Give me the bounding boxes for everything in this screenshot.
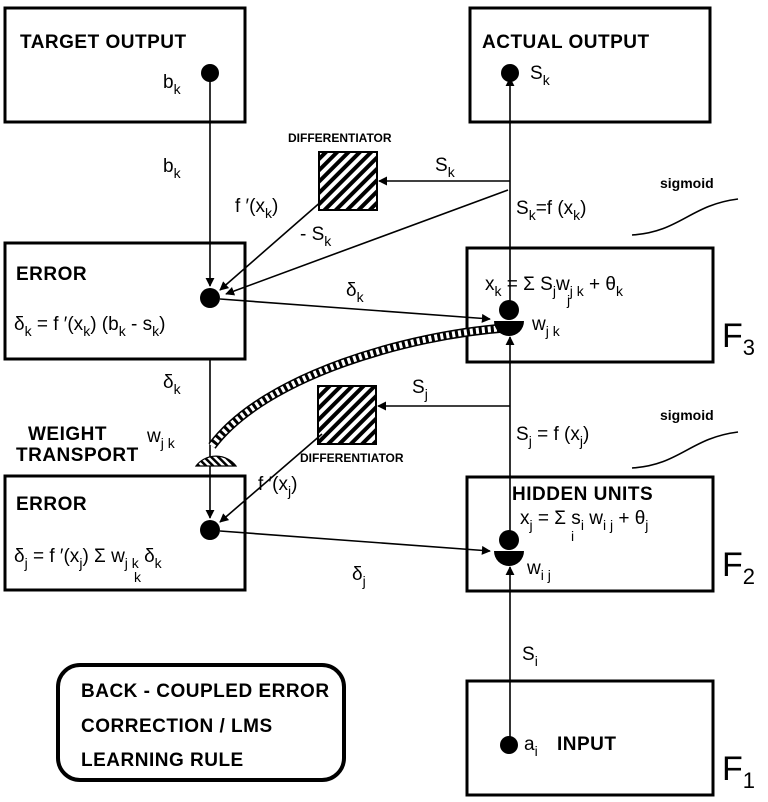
ai-label: ai bbox=[524, 734, 538, 759]
bk-node-label: bk bbox=[163, 72, 182, 97]
fprime-j-label: f ′(xj) bbox=[258, 474, 297, 499]
f3-unit-node bbox=[499, 300, 519, 320]
sigmoid-top-label: sigmoid bbox=[660, 175, 714, 191]
si-label: Si bbox=[522, 644, 538, 669]
differentiator-bottom-label: DIFFERENTIATOR bbox=[300, 451, 404, 465]
f2-synapse bbox=[494, 551, 524, 566]
xk-sum-index: j bbox=[566, 292, 570, 308]
weight-transport-line2: TRANSPORT bbox=[16, 445, 139, 466]
fprime-k-label: f ′(xk) bbox=[235, 196, 278, 221]
layer-f1-label: F1 bbox=[722, 750, 755, 793]
weight-transport-path-hatch bbox=[209, 325, 506, 448]
sigmoid-curve-bottom bbox=[631, 431, 739, 469]
legend-line3: LEARNING RULE bbox=[81, 750, 244, 771]
differentiator-bottom bbox=[317, 385, 377, 445]
differentiator-top-label: DIFFERENTIATOR bbox=[288, 131, 392, 145]
weight-transport-w-label: wj k bbox=[146, 426, 176, 451]
sk-output-label: Sk bbox=[530, 63, 551, 88]
fprime-k-arrow bbox=[219, 199, 324, 291]
sk-diff-label: Sk bbox=[435, 155, 456, 180]
neg-sk-arrow bbox=[225, 189, 509, 296]
fprime-j-arrow bbox=[219, 433, 323, 523]
legend-box bbox=[56, 663, 346, 782]
xj-equation: xj = Σ si wi j + θj bbox=[520, 508, 648, 533]
target-output-node bbox=[201, 64, 219, 82]
hidden-units-label: HIDDEN UNITS bbox=[512, 484, 653, 505]
hidden-unit-node bbox=[499, 530, 519, 550]
error-top-label: ERROR bbox=[16, 264, 87, 285]
bk-line-label: bk bbox=[163, 156, 182, 181]
actual-output-node bbox=[501, 64, 519, 82]
error-bottom-label: ERROR bbox=[16, 494, 87, 515]
layer-f2-label: F2 bbox=[722, 546, 755, 589]
xk-equation: xk = Σ Sjwj k + θk bbox=[485, 274, 624, 299]
neg-sk-label: - Sk bbox=[300, 224, 332, 249]
differentiator-top bbox=[318, 151, 378, 211]
delta-k-down-label: δk bbox=[163, 372, 182, 397]
sk-equation: Sk=f (xk) bbox=[516, 198, 587, 223]
delta-j-to-wij-arrow bbox=[219, 530, 491, 555]
legend-line2: CORRECTION / LMS bbox=[81, 716, 273, 737]
target-output-box bbox=[3, 6, 247, 124]
error-j-sum-index: k bbox=[134, 569, 142, 585]
legend-line1: BACK - COUPLED ERROR bbox=[81, 681, 330, 702]
f3-synapse bbox=[494, 321, 524, 336]
sigmoid-bottom-label: sigmoid bbox=[660, 407, 714, 423]
sigmoid-curve-top bbox=[631, 198, 739, 236]
actual-output-label: ACTUAL OUTPUT bbox=[482, 32, 650, 53]
weight-transport-line1: WEIGHT bbox=[28, 424, 107, 445]
weight-transport-base bbox=[194, 455, 238, 467]
xj-sum-index: i bbox=[571, 528, 574, 544]
sj-equation: Sj = f (xj) bbox=[516, 424, 589, 449]
error-j-node bbox=[200, 520, 220, 540]
input-node bbox=[500, 736, 518, 754]
error-k-equation: δk = f ′(xk) (bk - sk) bbox=[14, 314, 165, 339]
target-output-label: TARGET OUTPUT bbox=[20, 32, 187, 53]
delta-k-right-label: δk bbox=[346, 280, 365, 305]
sj-diff-label: Sj bbox=[412, 377, 428, 402]
error-j-equation: δj = f ′(xj) Σ wj k δk bbox=[14, 546, 163, 571]
delta-j-right-label: δj bbox=[352, 564, 366, 589]
delta-k-to-wjk-arrow bbox=[219, 298, 491, 323]
input-label: INPUT bbox=[557, 734, 617, 755]
layer-f3-label: F3 bbox=[722, 317, 755, 360]
wjk-label: wj k bbox=[531, 314, 561, 339]
wij-label: wi j bbox=[526, 558, 551, 583]
error-k-node bbox=[200, 288, 220, 308]
